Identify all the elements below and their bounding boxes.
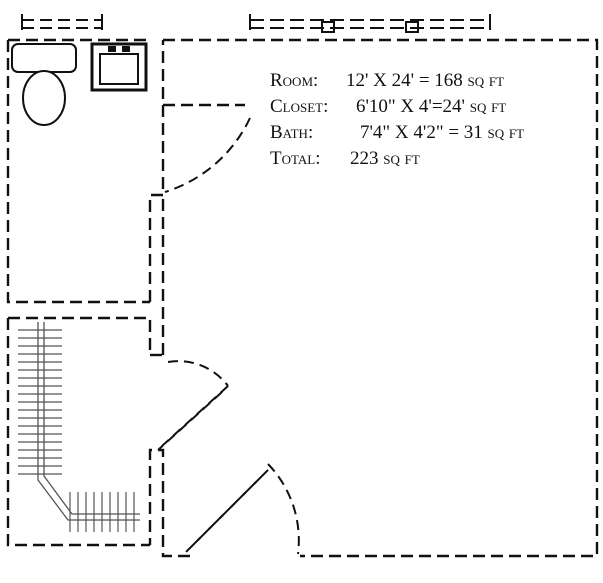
room-value: 12' X 24' = 168 sq ft — [346, 70, 504, 91]
sink — [90, 42, 148, 92]
closet-label: Closet: — [270, 96, 328, 117]
bathroom-walls — [6, 38, 165, 304]
door-closet — [157, 360, 229, 451]
total-label: Total: — [270, 148, 321, 169]
closet-value: 6'10" X 4'=24' sq ft — [356, 96, 506, 117]
area-table: Room: 12' X 24' = 168 sq ft Closet: 6'10… — [270, 70, 524, 169]
bath-label: Bath: — [270, 122, 313, 143]
door-bath — [164, 117, 251, 193]
window-bath — [21, 14, 103, 30]
bath-value: 7'4" X 4'2" = 31 sq ft — [360, 122, 524, 143]
bedroom-walls — [148, 38, 599, 558]
total-value: 223 sq ft — [350, 148, 420, 169]
closet-shelving — [18, 322, 140, 532]
window-bedroom — [249, 14, 491, 33]
door-entry — [185, 463, 300, 555]
room-label: Room: — [270, 70, 318, 91]
closet-walls — [6, 316, 152, 547]
toilet — [11, 43, 77, 126]
